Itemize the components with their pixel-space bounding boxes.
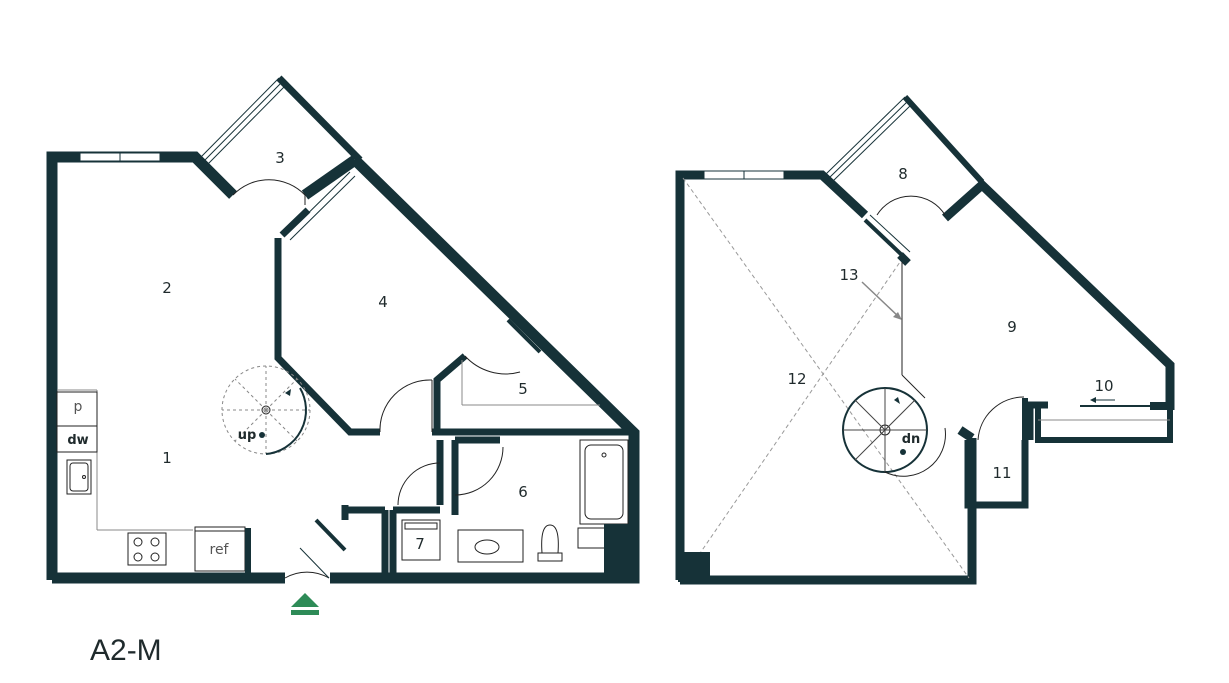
room-label-3: 3 — [275, 149, 285, 167]
room-label-13: 13 — [839, 266, 858, 284]
room-label-10: 10 — [1094, 377, 1113, 395]
room-label-8: 8 — [898, 165, 908, 183]
room-label-6: 6 — [518, 483, 528, 501]
room-label-1: 1 — [162, 449, 172, 467]
room-label-7: 7 — [415, 535, 425, 553]
unit-name: A2-M — [90, 634, 162, 667]
room-label-12: 12 — [787, 370, 806, 388]
pantry-label: p — [74, 399, 83, 415]
lower-level — [46, 75, 640, 584]
room-label-9: 9 — [1007, 318, 1017, 336]
dishwasher-label: dw — [67, 433, 88, 448]
room-label-4: 4 — [378, 293, 388, 311]
stair-down-label: dn — [902, 432, 921, 447]
entry-arrow-icon — [291, 593, 319, 615]
room-label-11: 11 — [992, 464, 1011, 482]
stair-up-label: up — [238, 428, 257, 443]
room-label-2: 2 — [162, 279, 172, 297]
upper-level — [675, 94, 1175, 585]
refrigerator-label: ref — [210, 542, 230, 558]
room-label-5: 5 — [518, 380, 528, 398]
